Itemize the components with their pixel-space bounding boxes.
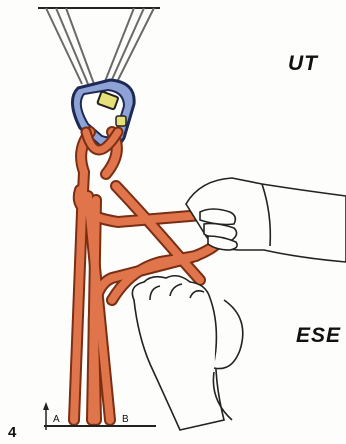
heading-bottom: ESE: [296, 324, 341, 348]
strand-b-label: B: [122, 414, 129, 425]
lower-hand: [132, 276, 242, 430]
heading-top: UT: [288, 52, 318, 76]
sling: [46, 8, 154, 84]
strand-a-label: A: [53, 414, 60, 425]
marker-a-arrow: [43, 402, 49, 410]
step-number: 4: [8, 424, 16, 441]
